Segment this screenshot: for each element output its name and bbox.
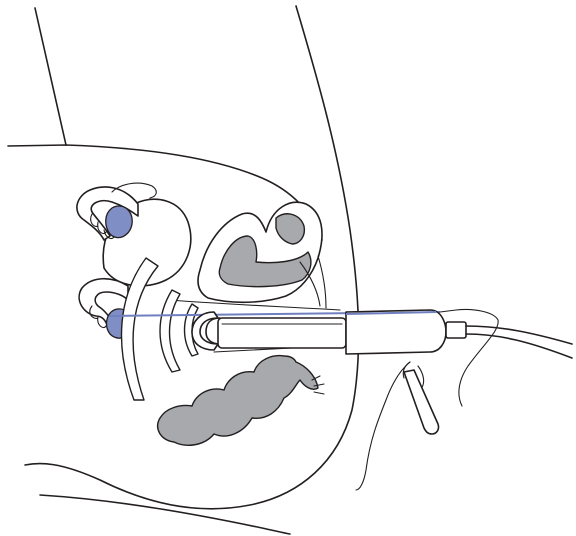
bladder-group bbox=[198, 202, 322, 302]
rectum-group bbox=[158, 356, 324, 446]
collection-tube bbox=[404, 370, 439, 434]
lower-thigh-contour bbox=[40, 495, 290, 534]
rectum bbox=[158, 356, 318, 446]
probe-handle bbox=[346, 310, 446, 354]
probe-connector bbox=[446, 322, 466, 338]
upper-ovary bbox=[106, 206, 132, 238]
probe-cable-bottom bbox=[466, 334, 572, 358]
probe-shaft bbox=[218, 318, 346, 348]
aspiration-tube bbox=[356, 362, 410, 490]
wave-middle bbox=[160, 290, 180, 372]
thigh-line bbox=[35, 8, 66, 145]
ultrasound-probe bbox=[110, 309, 572, 490]
